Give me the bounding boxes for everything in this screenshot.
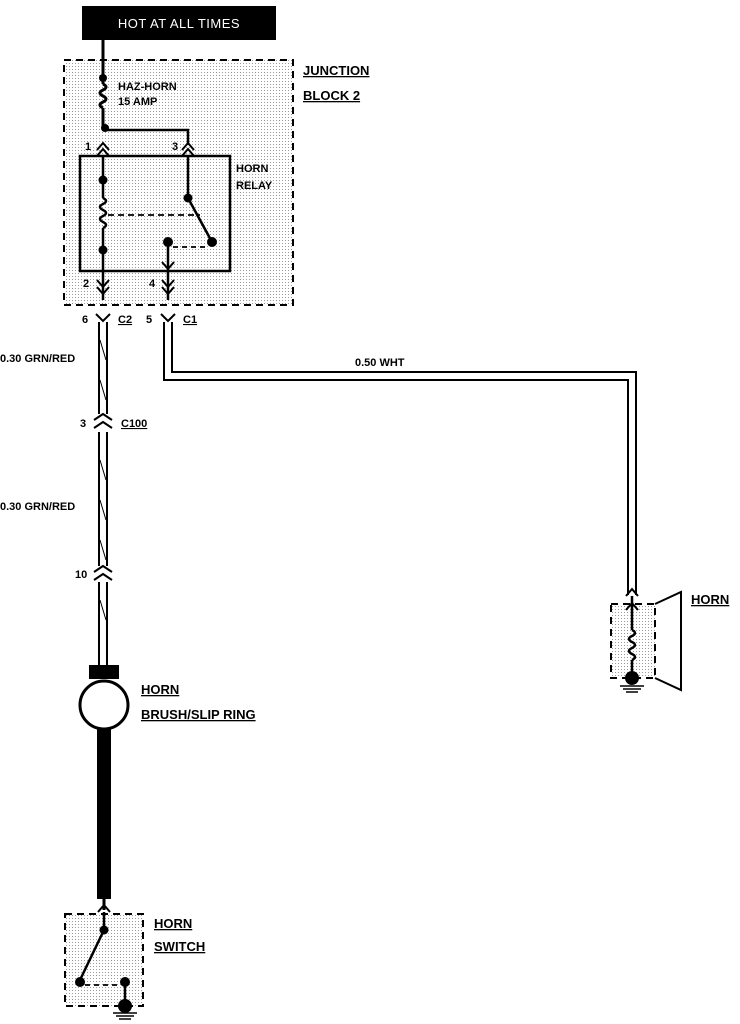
c100-name: C100 — [121, 418, 147, 430]
horn: HORN — [610, 587, 729, 693]
connector-10: 10 — [75, 564, 113, 582]
connector-c100: 3 C100 — [80, 412, 147, 432]
fuse-label-1: HAZ-HORN — [118, 81, 177, 93]
horn-switch: HORN SWITCH — [64, 899, 205, 1020]
c1-pin: 5 — [146, 314, 152, 326]
c2-pin: 6 — [82, 314, 88, 326]
grn-red-wire: 0.30 GRN/RED 0.30 GRN/RED — [0, 322, 108, 665]
pin-2-label: 2 — [83, 278, 89, 290]
wire-grn-red-upper: 0.30 GRN/RED — [0, 353, 75, 365]
relay-label-1: HORN — [236, 163, 268, 175]
pin-3-label: 3 — [172, 141, 178, 153]
junction-title-2: BLOCK 2 — [303, 88, 360, 103]
hot-at-all-times-banner: HOT AT ALL TIMES — [82, 6, 276, 40]
wire-grn-red-lower: 0.30 GRN/RED — [0, 501, 75, 513]
brush-label-1: HORN — [141, 682, 179, 697]
hot-label: HOT AT ALL TIMES — [118, 16, 240, 31]
connector-10-pin: 10 — [75, 569, 87, 581]
block-outputs — [96, 271, 175, 300]
switch-label-2: SWITCH — [154, 939, 205, 954]
horn-label: HORN — [691, 592, 729, 607]
junction-block-2: JUNCTION BLOCK 2 — [63, 59, 369, 306]
c1-name: C1 — [183, 314, 197, 326]
relay-label-2: RELAY — [236, 180, 273, 192]
horn-relay: HORN RELAY 1 3 2 4 — [78, 141, 273, 290]
junction-title-1: JUNCTION — [303, 63, 369, 78]
brush-label-2: BRUSH/SLIP RING — [141, 707, 256, 722]
wht-wire: 0.50 WHT — [163, 322, 637, 595]
pin-4-label: 4 — [149, 278, 156, 290]
c2-name: C2 — [118, 314, 132, 326]
switch-label-1: HORN — [154, 916, 192, 931]
pin-1-label: 1 — [85, 141, 91, 153]
connector-c2-c1: 6 C2 5 C1 — [82, 313, 197, 326]
fuse-label-2: 15 AMP — [118, 96, 157, 108]
c100-pin: 3 — [80, 418, 86, 430]
horn-brush-slip-ring: HORN BRUSH/SLIP RING — [78, 665, 256, 899]
wire-wht: 0.50 WHT — [355, 357, 405, 369]
